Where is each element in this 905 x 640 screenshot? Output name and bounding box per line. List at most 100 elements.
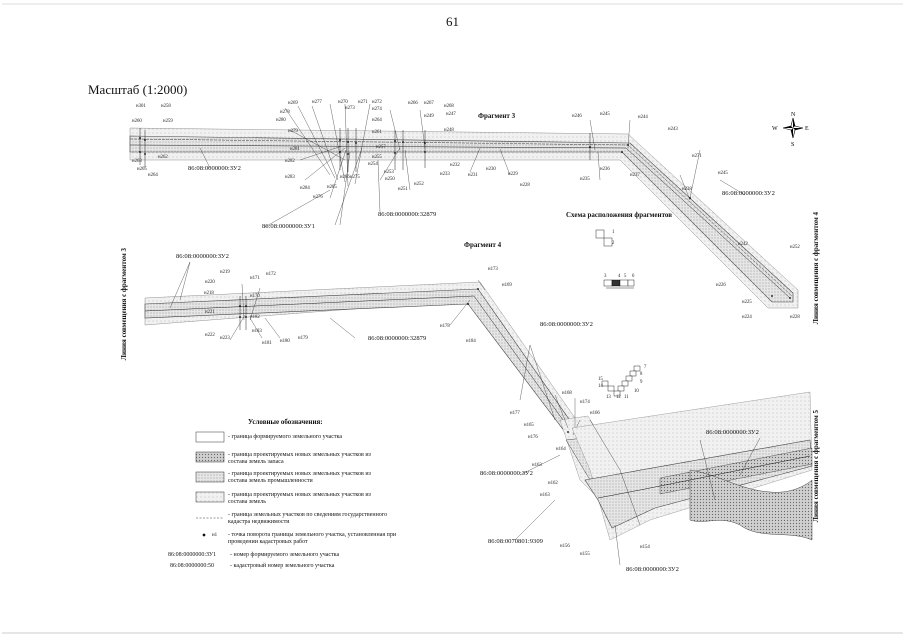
svg-text:н236: н236	[600, 167, 610, 172]
svg-text:н163: н163	[540, 493, 550, 498]
svg-text:н245: н245	[718, 171, 728, 176]
svg-text:н177: н177	[510, 411, 520, 416]
corridor-frag3-axis	[129, 144, 791, 299]
svg-text:н178: н178	[440, 324, 450, 329]
legend-swatches	[195, 431, 225, 537]
svg-text:н267: н267	[424, 101, 434, 106]
svg-text:н248: н248	[444, 128, 454, 133]
svg-text:н260: н260	[132, 119, 142, 124]
svg-text:н285: н285	[327, 185, 337, 190]
svg-text:н286: н286	[340, 175, 350, 180]
cad-label-zu1: 86:08:0000000:ЗУ1	[262, 223, 315, 230]
svg-text:12: 12	[616, 395, 621, 400]
svg-text:н223: н223	[220, 336, 230, 341]
svg-text:н183: н183	[252, 329, 262, 334]
legend-item-1: - граница формируемого земельного участк…	[228, 434, 343, 440]
svg-text:7: 7	[644, 365, 647, 370]
svg-text:н271: н271	[358, 100, 368, 105]
svg-text:н283: н283	[285, 175, 295, 180]
svg-text:н220: н220	[205, 280, 215, 285]
svg-text:н278: н278	[280, 110, 290, 115]
legend-item-3: - граница проектируемых новых земельных …	[228, 471, 371, 484]
svg-text:н168: н168	[562, 391, 572, 396]
svg-text:н184: н184	[466, 339, 476, 344]
frag5-diagonal	[589, 419, 641, 526]
svg-text:н163: н163	[532, 463, 542, 468]
svg-text:н301: н301	[136, 104, 146, 109]
svg-text:н281: н281	[290, 147, 300, 152]
svg-text:н230: н230	[486, 167, 496, 172]
svg-text:н255: н255	[372, 155, 382, 160]
page-number: 61	[446, 14, 459, 29]
svg-text:н238: н238	[682, 187, 692, 192]
svg-text:3: 3	[604, 274, 607, 279]
svg-text:н226: н226	[716, 283, 726, 288]
cad-label-zu2-b: 86:08:0000000:ЗУ2	[722, 190, 775, 197]
svg-text:н166: н166	[590, 411, 600, 416]
svg-text:н284: н284	[300, 186, 310, 191]
svg-text:н253: н253	[384, 170, 394, 175]
svg-text:н265: н265	[137, 167, 147, 172]
corridor-frag4-axis	[144, 295, 574, 435]
svg-text:н224: н224	[742, 315, 752, 320]
leaders-frag4	[229, 279, 581, 436]
svg-text:н247: н247	[446, 112, 456, 117]
svg-text:14: 14	[598, 384, 603, 389]
svg-text:W: W	[772, 126, 778, 132]
crossings-frag4	[239, 296, 247, 330]
frag5-axis	[597, 455, 811, 499]
svg-text:н261: н261	[372, 130, 382, 135]
leaders-cad	[169, 147, 746, 476]
alignment-line-frag5: Линия совмещения с фрагментом 5	[812, 410, 820, 523]
svg-text:н170: н170	[250, 294, 260, 299]
svg-text:13: 13	[606, 395, 611, 400]
cad-label-zu2-c: 86:08:0000000:ЗУ2	[176, 253, 229, 260]
svg-text:н169: н169	[502, 283, 512, 288]
svg-text:н277: н277	[312, 100, 322, 105]
legend-item-4: - граница проектируемых новых земельных …	[228, 492, 371, 505]
svg-text:н257: н257	[376, 145, 386, 150]
svg-text:н271: н271	[692, 154, 702, 159]
svg-text:S: S	[791, 142, 794, 148]
svg-text:н280: н280	[276, 118, 286, 123]
leaders-frag3	[284, 103, 701, 226]
svg-text:10: 10	[634, 389, 639, 394]
svg-text:н252: н252	[790, 245, 800, 250]
svg-text:н259: н259	[163, 119, 173, 124]
svg-text:н156: н156	[560, 544, 570, 549]
svg-text:4: 4	[618, 274, 621, 279]
svg-text:н282: н282	[285, 159, 295, 164]
svg-text:н179: н179	[298, 336, 308, 341]
svg-text:н245: н245	[600, 112, 610, 117]
svg-text:н172: н172	[266, 272, 276, 277]
fragments-scheme	[595, 229, 641, 397]
svg-text:н174: н174	[580, 400, 590, 405]
cad-label-zu2-g: 86:08:0000000:ЗУ2	[626, 566, 679, 573]
svg-text:1: 1	[612, 230, 615, 235]
svg-text:н171: н171	[250, 276, 260, 281]
leaders-frag5	[514, 437, 761, 566]
svg-text:н262: н262	[158, 155, 168, 160]
corridor-frag3-main	[129, 135, 794, 303]
svg-text:8: 8	[640, 372, 643, 377]
legend-item-5: - граница земельных участков по сведения…	[228, 512, 388, 525]
cad-label-zu2-a: 86:08:0000000:ЗУ2	[188, 165, 241, 172]
crossings-frag3	[139, 128, 591, 172]
legend-item-6: - точка поворота границы земельного учас…	[228, 532, 397, 545]
svg-text:н269: н269	[288, 101, 298, 106]
frag5-river	[689, 469, 813, 541]
svg-text:н264: н264	[372, 118, 382, 123]
legend-item-2: - граница проектируемых новых земельных …	[228, 452, 371, 465]
svg-text:н231: н231	[468, 173, 478, 178]
cad-label-zu2-d: 86:08:0000000:ЗУ2	[540, 321, 593, 328]
legend-item-8: - кадастровый номер земельного участка	[230, 563, 335, 569]
cad-label-zu2-f: 86:08:0000000:ЗУ2	[480, 470, 533, 477]
svg-text:н180: н180	[280, 339, 290, 344]
svg-text:N: N	[791, 112, 796, 118]
svg-text:н173: н173	[488, 267, 498, 272]
svg-text:н229: н229	[508, 172, 518, 177]
fragment4-title: Фрагмент 4	[464, 241, 502, 249]
svg-text:н222: н222	[205, 333, 215, 338]
svg-text:н249: н249	[424, 114, 434, 119]
